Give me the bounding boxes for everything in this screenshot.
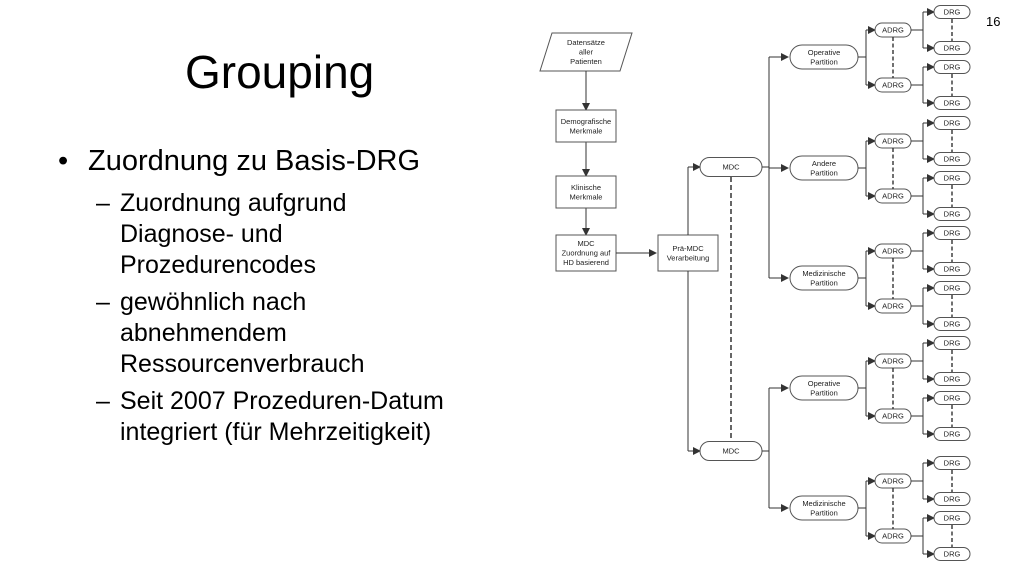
- node-label: DRG: [944, 44, 961, 53]
- node-label: DRG: [944, 174, 961, 183]
- drg-node: [933, 41, 971, 55]
- node-label: DRG: [944, 339, 961, 348]
- sub-bullet-line: Ressourcenverbrauch: [120, 350, 365, 378]
- process-step-box: [555, 234, 617, 272]
- node-label: ADRG: [882, 357, 904, 366]
- node-label: DRG: [944, 210, 961, 219]
- node-label: DRG: [944, 514, 961, 523]
- sub-bullet-item: – gewöhnlich nach abnehmendem Ressourcen…: [58, 287, 528, 380]
- sub-bullet-line: Seit 2007 Prozeduren-Datum: [120, 387, 444, 415]
- node-label: ADRG: [882, 532, 904, 541]
- drg-node: [933, 207, 971, 221]
- sub-bullet-line: Diagnose- und: [120, 220, 283, 248]
- node-label: DRG: [944, 459, 961, 468]
- sub-bullet-line: Zuordnung aufgrund: [120, 189, 347, 217]
- bullet-dot-icon: •: [58, 145, 69, 177]
- process-step-box: [555, 109, 617, 143]
- dash-icon: –: [96, 387, 110, 415]
- drg-node: [933, 5, 971, 19]
- sub-bullet-line: abnehmendem: [120, 319, 287, 347]
- node-label: DRG: [944, 320, 961, 329]
- node-label: DRG: [944, 8, 961, 17]
- node-label: ADRG: [882, 412, 904, 421]
- drg-node: [933, 317, 971, 331]
- node-label: ADRG: [882, 192, 904, 201]
- node-label: DRG: [944, 430, 961, 439]
- node-label: ADRG: [882, 137, 904, 146]
- sub-bullet-line: Prozedurencodes: [120, 251, 316, 279]
- process-step-box: [555, 175, 617, 209]
- slide-title: Grouping: [185, 46, 375, 98]
- node-label: DRG: [944, 265, 961, 274]
- drg-node: [933, 226, 971, 240]
- drg-node: [933, 492, 971, 506]
- node-label: DRG: [944, 155, 961, 164]
- drg-node: [933, 372, 971, 386]
- node-label: DRG: [944, 375, 961, 384]
- node-label: DRG: [944, 99, 961, 108]
- drg-node: [933, 547, 971, 561]
- drg-node: [933, 336, 971, 350]
- node-label: ADRG: [882, 247, 904, 256]
- drg-node: [933, 456, 971, 470]
- drg-node: [933, 152, 971, 166]
- sub-bullet-line: integriert (für Mehrzeitigkeit): [120, 418, 432, 446]
- drg-node: [933, 60, 971, 74]
- node-label: DRG: [944, 550, 961, 559]
- sub-bullet-item: – Zuordnung aufgrund Diagnose- und Proze…: [58, 188, 528, 281]
- drg-node: [933, 116, 971, 130]
- slide-number: 16: [986, 14, 1001, 29]
- node-label: DRG: [944, 229, 961, 238]
- node-label: DRG: [944, 284, 961, 293]
- node-label: MDC: [722, 163, 740, 172]
- drg-node: [933, 171, 971, 185]
- sub-bullet-line: gewöhnlich nach: [120, 288, 307, 316]
- node-label: ADRG: [882, 81, 904, 90]
- node-label: ADRG: [882, 477, 904, 486]
- node-label: DRG: [944, 394, 961, 403]
- node-label: ADRG: [882, 302, 904, 311]
- bullet-item: • Zuordnung zu Basis-DRG: [58, 144, 528, 178]
- input-data-node: [539, 32, 633, 72]
- bullet-text: Zuordnung zu Basis-DRG: [88, 145, 421, 177]
- node-label: ADRG: [882, 26, 904, 35]
- bullet-list: • Zuordnung zu Basis-DRG – Zuordnung auf…: [58, 144, 528, 454]
- drg-node: [933, 391, 971, 405]
- node-label: DRG: [944, 63, 961, 72]
- node-label: MDC: [722, 447, 740, 456]
- dash-icon: –: [96, 288, 110, 316]
- node-label: DRG: [944, 119, 961, 128]
- sub-bullet-item: – Seit 2007 Prozeduren-Datum integriert …: [58, 386, 528, 448]
- drg-node: [933, 262, 971, 276]
- drg-node: [933, 511, 971, 525]
- drg-node: [933, 96, 971, 110]
- dash-icon: –: [96, 189, 110, 217]
- drg-node: [933, 427, 971, 441]
- drg-node: [933, 281, 971, 295]
- node-label: DRG: [944, 495, 961, 504]
